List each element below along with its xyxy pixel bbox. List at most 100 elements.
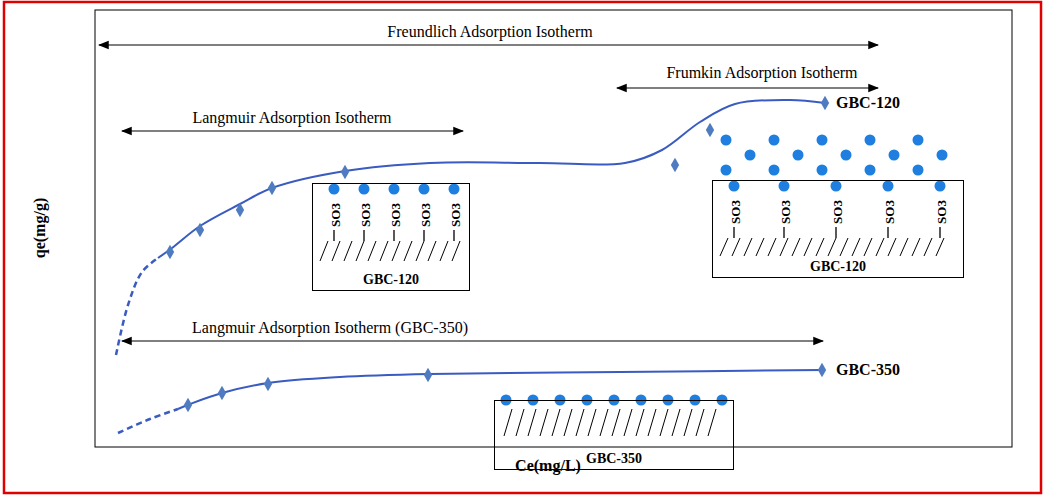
surface-hatch (876, 238, 884, 256)
functional-group: SO3 (729, 200, 742, 224)
adsorbed-molecule (935, 181, 946, 192)
surface-hatch (452, 241, 460, 261)
adsorbed-molecule (793, 150, 804, 161)
surface-hatch (684, 409, 692, 436)
adsorbed-molecule (779, 181, 790, 192)
adsorbed-molecule (841, 150, 852, 161)
surface-hatch (356, 241, 364, 261)
adsorbed-molecule (359, 184, 370, 195)
functional-group: SO3 (419, 203, 432, 227)
data-point (196, 223, 204, 237)
bond-line (939, 227, 940, 238)
functional-group: SO3 (883, 200, 896, 224)
adsorbed-molecule (865, 135, 876, 146)
data-point (671, 158, 679, 172)
series-label: GBC-350 (836, 361, 900, 379)
data-point (166, 245, 174, 259)
plot-area (95, 10, 1012, 447)
isotherm-curve (158, 100, 825, 258)
surface-hatch (564, 409, 572, 436)
surface-hatch (588, 409, 596, 436)
adsorbed-molecule (831, 181, 842, 192)
bond-line (453, 230, 454, 241)
data-point (424, 368, 432, 382)
surface-hatch (380, 241, 388, 261)
adsorbed-molecule (389, 184, 400, 195)
data-point (341, 165, 349, 179)
outer-frame (4, 2, 1041, 493)
surface-hatch (600, 409, 608, 436)
surface-hatch (332, 241, 340, 261)
material-label: GBC-120 (713, 259, 963, 275)
surface-hatch (912, 238, 920, 256)
isotherm-curve (178, 370, 822, 409)
bond-line (333, 230, 334, 241)
surface-inset-box: SO3 SO3 SO3 SO3 SO3GBC-120 (712, 180, 964, 278)
adsorbed-molecule (889, 150, 900, 161)
surface-hatch (516, 409, 524, 436)
data-point (268, 181, 276, 195)
surface-hatch (440, 241, 448, 261)
surface-hatch (528, 409, 536, 436)
range-label: Langmuir Adsorption Isotherm (192, 109, 391, 127)
adsorbed-molecule (937, 150, 948, 161)
surface-hatch (392, 241, 400, 261)
adsorbed-molecule (817, 135, 828, 146)
surface-hatch (768, 238, 776, 256)
range-label: Langmuir Adsorption Isotherm (GBC-350) (192, 319, 468, 337)
adsorbed-molecule (865, 165, 876, 176)
surface-hatch (816, 238, 824, 256)
functional-group: SO3 (831, 200, 844, 224)
surface-hatch (780, 238, 788, 256)
material-label: GBC-350 (495, 451, 733, 467)
bond-line (887, 227, 888, 238)
surface-hatch (756, 238, 764, 256)
bond-line (363, 230, 364, 241)
axis-title: qe(mg/g) (31, 198, 49, 258)
adsorbed-molecule (729, 181, 740, 192)
surface-hatch (744, 238, 752, 256)
range-arrow (617, 87, 878, 88)
surface-hatch (840, 238, 848, 256)
bond-line (733, 227, 734, 238)
data-point (821, 96, 829, 110)
series-label: GBC-120 (836, 94, 900, 112)
material-label: GBC-120 (313, 272, 469, 288)
surface-hatch (864, 238, 872, 256)
bond-line (783, 227, 784, 238)
surface-hatch (888, 238, 896, 256)
surface-hatch (320, 241, 328, 261)
range-label: Frumkin Adsorption Isotherm (666, 64, 857, 82)
surface-hatch (732, 238, 740, 256)
surface-hatch (368, 241, 376, 261)
range-arrow (122, 130, 463, 131)
adsorbed-molecule (419, 184, 430, 195)
data-point (184, 398, 192, 412)
surface-hatch (636, 409, 644, 436)
bond-line (835, 227, 836, 238)
adsorbed-molecule (721, 135, 732, 146)
surface-inset-box: GBC-350 (494, 400, 734, 470)
adsorbed-molecule (449, 184, 460, 195)
surface-hatch (552, 409, 560, 436)
axis-title: Ce(mg/L) (515, 457, 581, 475)
functional-group: SO3 (329, 203, 342, 227)
functional-group: SO3 (389, 203, 402, 227)
adsorbed-molecule (329, 184, 340, 195)
bond-line (423, 230, 424, 241)
adsorbed-molecule (817, 165, 828, 176)
curve-dashed (118, 409, 178, 433)
data-point (818, 363, 826, 377)
range-label: Freundlich Adsorption Isotherm (387, 23, 592, 41)
surface-hatch (852, 238, 860, 256)
surface-hatch (672, 409, 680, 436)
data-point (236, 203, 244, 217)
surface-inset-box: SO3SO3SO3SO3SO3GBC-120 (312, 183, 470, 291)
surface-hatch (344, 241, 352, 261)
adsorbed-molecule (745, 150, 756, 161)
surface-hatch (624, 409, 632, 436)
surface-hatch (648, 409, 656, 436)
functional-group: SO3 (779, 200, 792, 224)
functional-group: SO3 (935, 200, 948, 224)
